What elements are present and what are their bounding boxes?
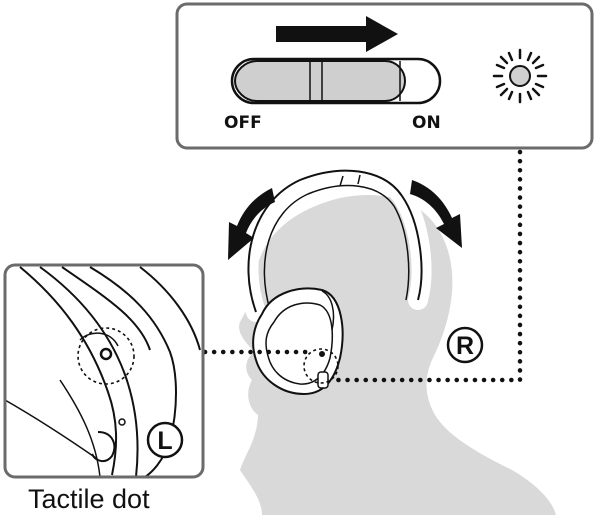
svg-text:R: R [456, 332, 474, 360]
off-label: OFF [224, 113, 262, 133]
rotate-arrow-left-icon [228, 188, 275, 260]
left-side-marker: L [146, 421, 184, 459]
power-switch-panel: OFF ON [175, 2, 594, 150]
slide-switch-knob [233, 60, 407, 102]
svg-text:L: L [157, 427, 172, 455]
indicator-connector-line [327, 149, 523, 383]
right-ear-cup [252, 287, 344, 396]
tactile-dot-caption: Tactile dot [28, 484, 150, 514]
headband-outline [247, 169, 423, 313]
tactile-dot-highlight [77, 327, 135, 385]
head-silhouette [239, 195, 556, 515]
indicator-light-icon [492, 48, 548, 104]
right-side-marker: R [446, 326, 484, 364]
right-arrow-icon [276, 16, 398, 52]
tactile-dot [99, 347, 113, 361]
right-ear-highlight [303, 348, 339, 384]
rotate-arrow-right-icon [410, 180, 462, 248]
left-ear-closeup-inset: L [3, 263, 205, 479]
on-label: ON [412, 113, 441, 133]
